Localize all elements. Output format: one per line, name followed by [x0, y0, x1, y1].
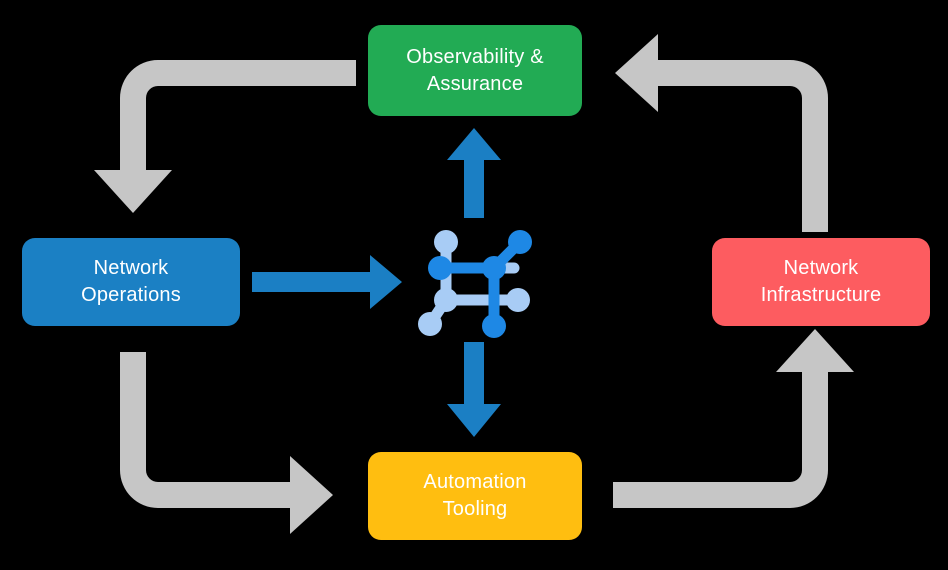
node-label-automation-tooling: Automation Tooling [423, 471, 527, 520]
node-box-network-infrastructure[interactable]: Network Infrastructure [712, 238, 930, 326]
icon-node-bottom-left-outer [418, 312, 442, 336]
icon-node-right-middle [506, 288, 530, 312]
arrow-operations-to-center [252, 255, 402, 309]
arrow-observability-to-operations [94, 60, 356, 213]
node-box-observability[interactable]: Observability & Assurance [368, 25, 582, 116]
icon-node-center-left [434, 288, 458, 312]
node-label-network-operations: Network Operations [81, 257, 181, 306]
arrow-center-to-automation [447, 342, 501, 437]
arrow-infrastructure-to-observability [615, 34, 828, 232]
icon-node-top-left [434, 230, 458, 254]
node-box-network-operations[interactable]: Network Operations [22, 238, 240, 326]
network-topology-icon [418, 230, 532, 338]
node-label-observability: Observability & Assurance [406, 45, 544, 95]
icon-node-center [482, 256, 506, 280]
node-label-network-infrastructure: Network Infrastructure [760, 257, 882, 306]
icon-node-bottom [482, 314, 506, 338]
node-box-automation-tooling[interactable]: Automation Tooling [368, 452, 582, 540]
arrow-automation-to-infrastructure [613, 329, 854, 508]
icon-node-left [428, 256, 452, 280]
arrow-operations-to-automation [120, 352, 333, 534]
icon-node-top-right [508, 230, 532, 254]
arrow-center-to-observability [447, 128, 501, 218]
